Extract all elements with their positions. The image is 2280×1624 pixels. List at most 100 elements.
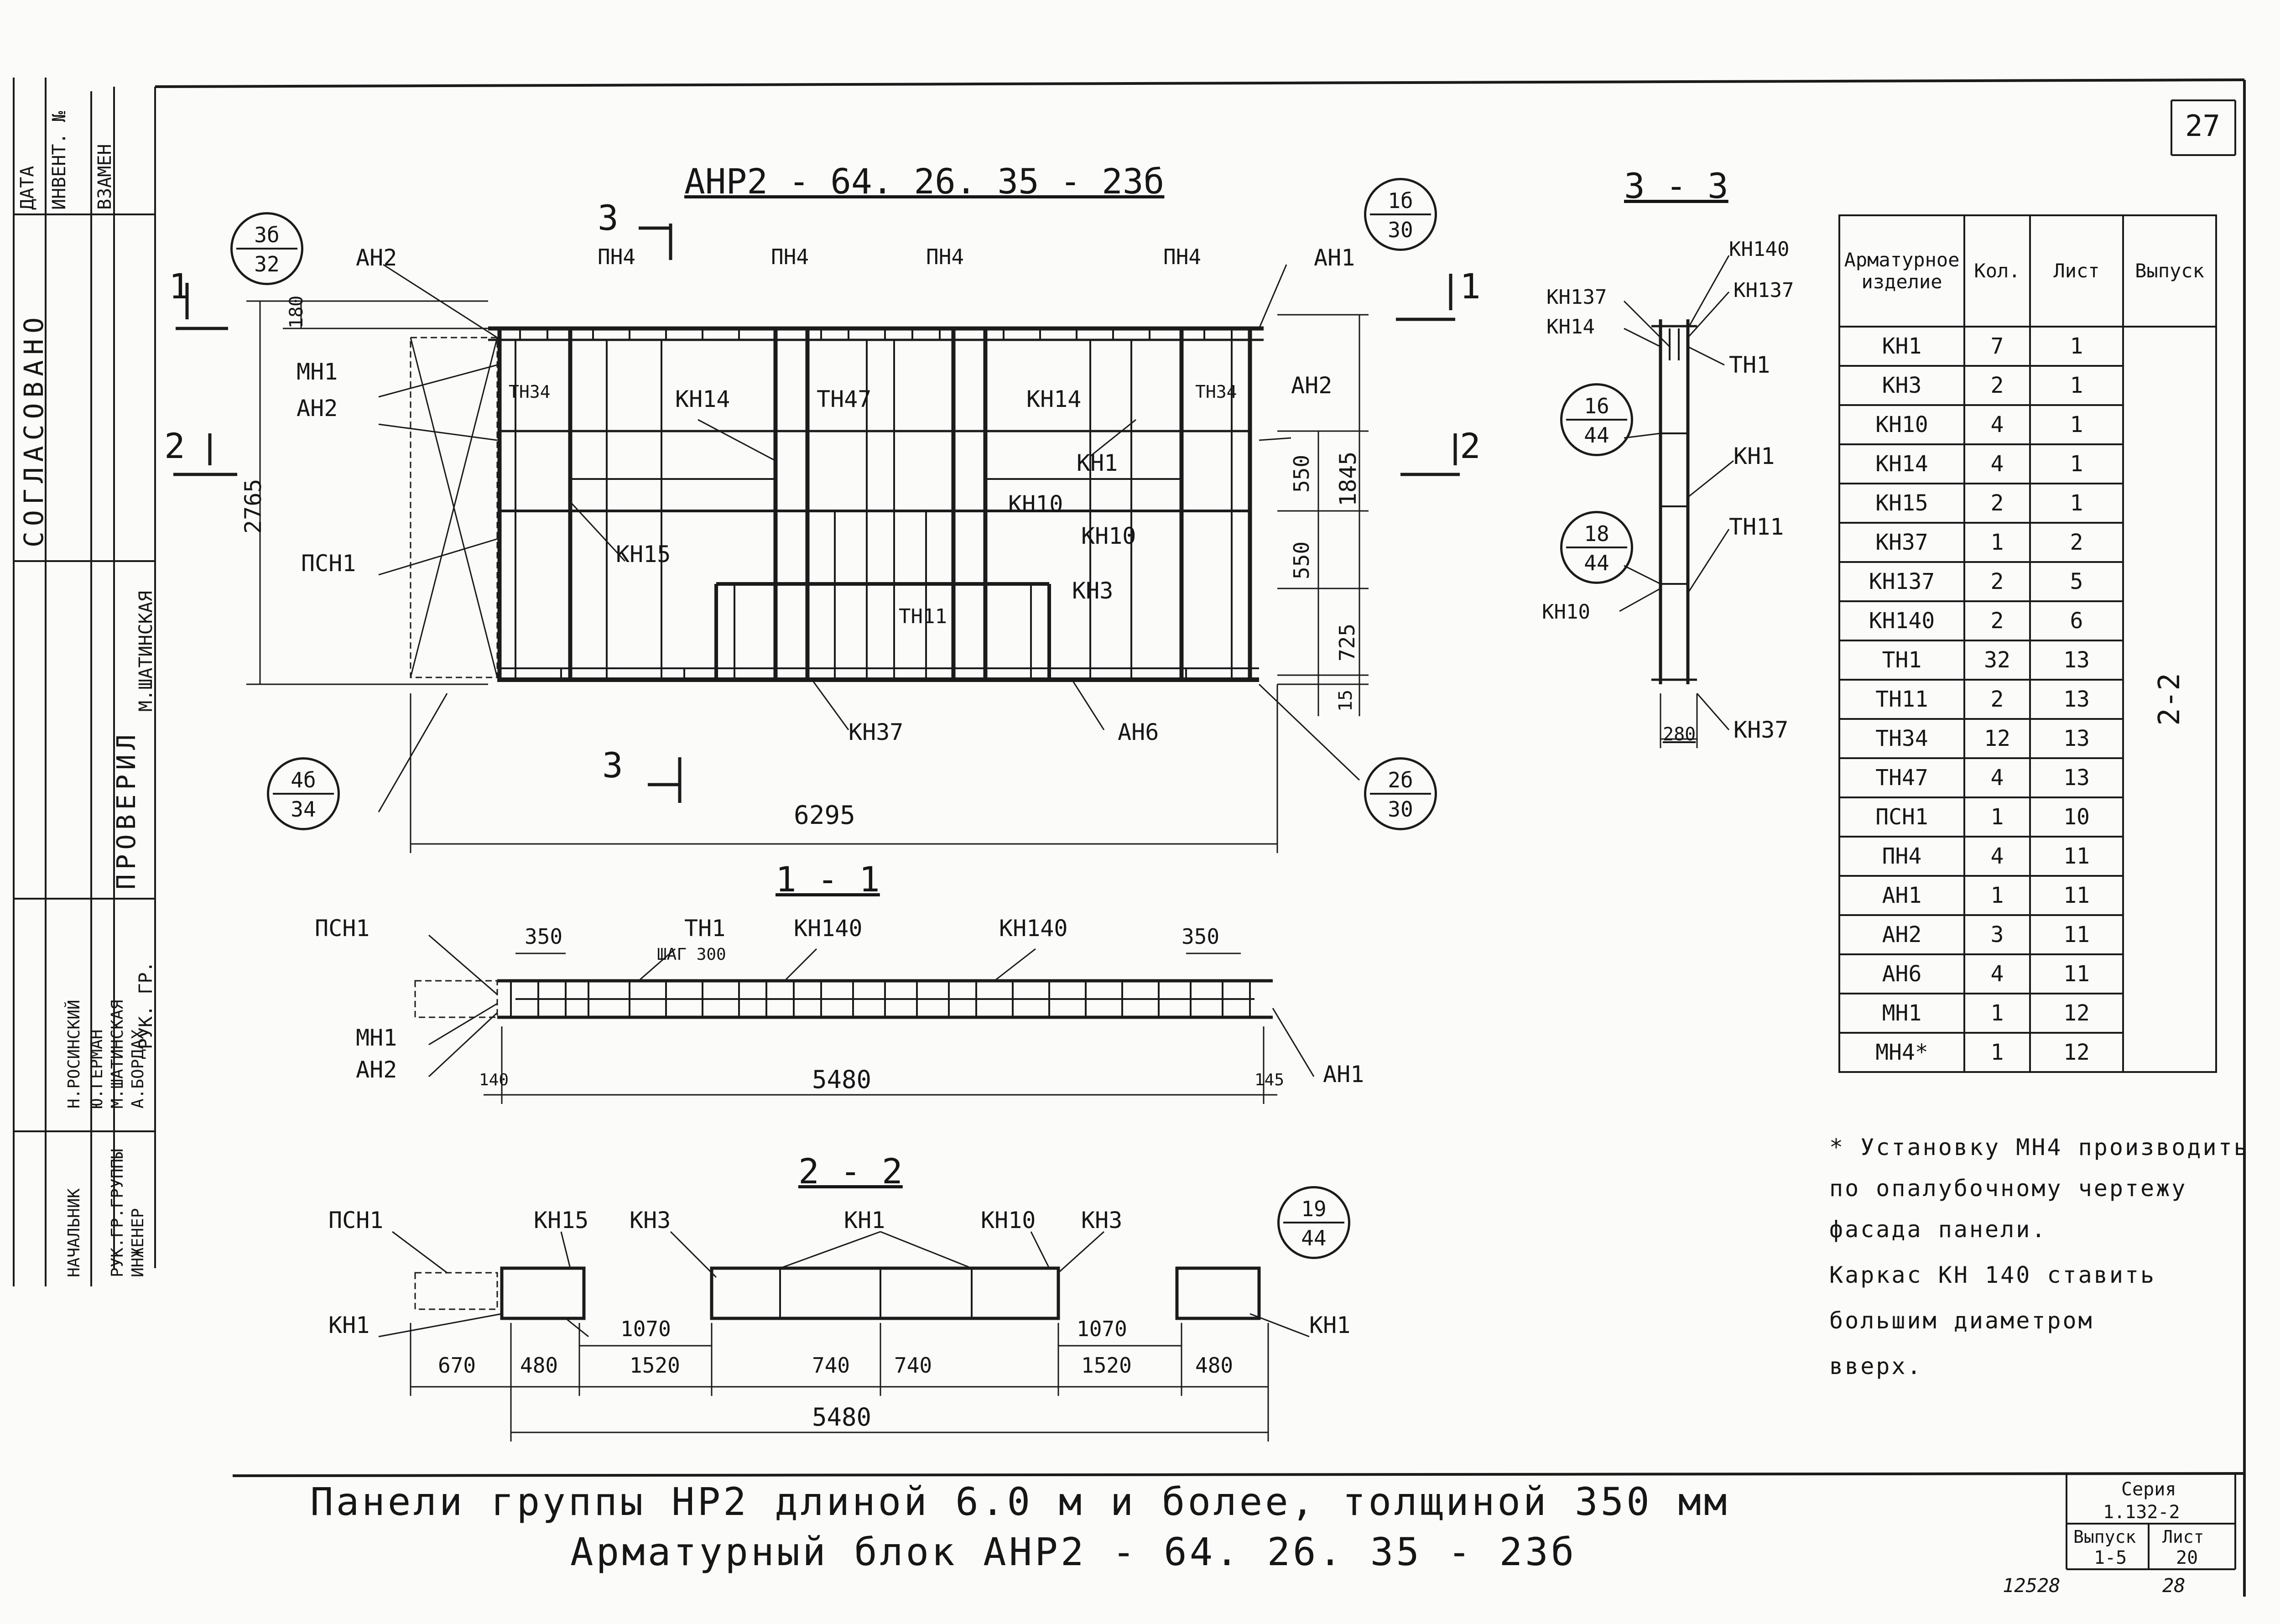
- spec-header-release: Выпуск: [2122, 214, 2217, 328]
- section-mark-2-left: 2: [164, 426, 185, 466]
- spec-cell-item: КН15: [1838, 483, 1965, 524]
- spec-cell-item: КН3: [1838, 365, 1965, 406]
- callout-detail: 19: [1301, 1197, 1327, 1221]
- label-an1: АН1: [1314, 245, 1355, 271]
- label-kn140-33: КН140: [1729, 238, 1790, 261]
- left-stamp-lines: [13, 78, 156, 1286]
- spec-cell-sheet: 11: [2029, 836, 2124, 877]
- label-tn47: ТН47: [817, 386, 872, 412]
- dim-6295: 6295: [794, 801, 855, 830]
- stamp-agreed-label: СОГЛАСОВАНО: [18, 312, 49, 547]
- label-kn37-33: КН37: [1733, 717, 1789, 743]
- spec-cell-item: КН14: [1838, 443, 1965, 484]
- callout-divider: [1370, 213, 1431, 215]
- archive-number: 12528: [2003, 1574, 2061, 1597]
- callout-sheet: 30: [1388, 797, 1413, 822]
- main-view-leaders: [378, 264, 1360, 812]
- dim-5480-22: 5480: [812, 1403, 872, 1431]
- section-2-2-title: 2 - 2: [798, 1151, 903, 1192]
- label-pn4-2: ПН4: [771, 245, 809, 269]
- section-mark-3-top: 3: [598, 198, 619, 238]
- label-an1-11: АН1: [1323, 1061, 1364, 1088]
- main-view-title: АНР2 - 64. 26. 35 - 23б: [684, 161, 1165, 202]
- callout-19-44: 19 44: [1277, 1186, 1350, 1259]
- callout-3b-32: 3б 32: [230, 212, 303, 285]
- callout-detail: 4б: [291, 768, 316, 792]
- note-line-6: вверх.: [1829, 1353, 1923, 1379]
- section-2-2-dims: [378, 1231, 1310, 1442]
- spec-header-item: Арматурное изделие: [1838, 214, 1965, 328]
- callout-2b-30: 2б 30: [1364, 757, 1437, 830]
- callout-sheet: 44: [1584, 423, 1609, 448]
- spec-cell-qty: 4: [1963, 404, 2031, 445]
- spec-cell-qty: 4: [1963, 953, 2031, 994]
- spec-cell-item: ПН4: [1838, 836, 1965, 877]
- label-tn1-11: ТН1: [684, 915, 726, 942]
- spec-cell-qty: 4: [1963, 836, 2031, 877]
- callout-sheet: 30: [1388, 218, 1413, 242]
- spec-cell-item: ТН47: [1838, 757, 1965, 798]
- callout-divider: [1283, 1222, 1344, 1223]
- label-kn1: КН1: [1077, 450, 1118, 476]
- label-tn34-right: ТН34: [1195, 382, 1237, 402]
- spec-cell-sheet: 11: [2029, 953, 2124, 994]
- callout-sheet: 44: [1584, 551, 1609, 575]
- spec-cell-qty: 4: [1963, 757, 2031, 798]
- label-kn3-22-left: КН3: [630, 1207, 671, 1234]
- spec-cell-qty: 2: [1963, 365, 2031, 406]
- label-kn1-22-left: КН1: [328, 1312, 370, 1338]
- spec-cell-sheet: 5: [2029, 561, 2124, 602]
- spec-cell-item: КН140: [1838, 600, 1965, 641]
- main-view-frame: [488, 326, 1264, 682]
- sheet-label: Лист: [2162, 1527, 2204, 1547]
- dim-550-b: 550: [1289, 541, 1314, 579]
- section-1-1-dims: [428, 934, 1315, 1104]
- callout-sheet: 34: [291, 797, 316, 822]
- callout-divider: [236, 248, 297, 250]
- callout-divider: [1566, 419, 1627, 421]
- dim-725: 725: [1335, 623, 1359, 661]
- spec-cell-sheet: 13: [2029, 640, 2124, 681]
- label-kn140-11-left: КН140: [794, 915, 863, 942]
- label-an6: АН6: [1118, 719, 1159, 745]
- spec-cell-item: ПСН1: [1838, 796, 1965, 838]
- section-1-1-drawing: [414, 979, 1273, 1019]
- spec-cell-item: АН2: [1838, 914, 1965, 955]
- section-mark-3-bottom: 3: [602, 745, 623, 786]
- label-mn1-11: МН1: [356, 1025, 397, 1051]
- dim-15: 15: [1335, 689, 1356, 712]
- spec-cell-qty: 7: [1963, 326, 2031, 367]
- label-kn14-right: КН14: [1026, 386, 1082, 412]
- spec-cell-sheet: 13: [2029, 679, 2124, 720]
- label-kn10-22: КН10: [981, 1207, 1036, 1234]
- label-kn10-a: КН10: [1008, 491, 1063, 517]
- stamp-role-1: НАЧАЛЬНИК: [65, 1188, 83, 1277]
- sheet-number: 27: [2185, 109, 2221, 143]
- label-psn1-22: ПСН1: [328, 1207, 384, 1234]
- note-line-4: Каркас КН 140 ставить: [1829, 1262, 2156, 1288]
- spec-cell-qty: 2: [1963, 600, 2031, 641]
- spec-cell-qty: 1: [1963, 1032, 2031, 1073]
- label-kn1-33: КН1: [1733, 443, 1775, 469]
- label-kn3-22-right: КН3: [1081, 1207, 1123, 1234]
- dim-140: 140: [479, 1071, 509, 1089]
- section-1-1-title: 1 - 1: [776, 859, 880, 900]
- section-mark-2-right: 2: [1460, 426, 1481, 466]
- spec-cell-sheet: 13: [2029, 718, 2124, 759]
- callout-1b-30: 1б 30: [1364, 178, 1437, 251]
- callout-sheet: 44: [1301, 1226, 1327, 1250]
- label-kn10-b: КН10: [1081, 523, 1136, 549]
- callout-4b-34: 4б 34: [267, 757, 340, 830]
- stamp-role-3: ИНЖЕНЕР: [129, 1208, 147, 1277]
- spec-cell-item: МН4*: [1838, 1032, 1965, 1073]
